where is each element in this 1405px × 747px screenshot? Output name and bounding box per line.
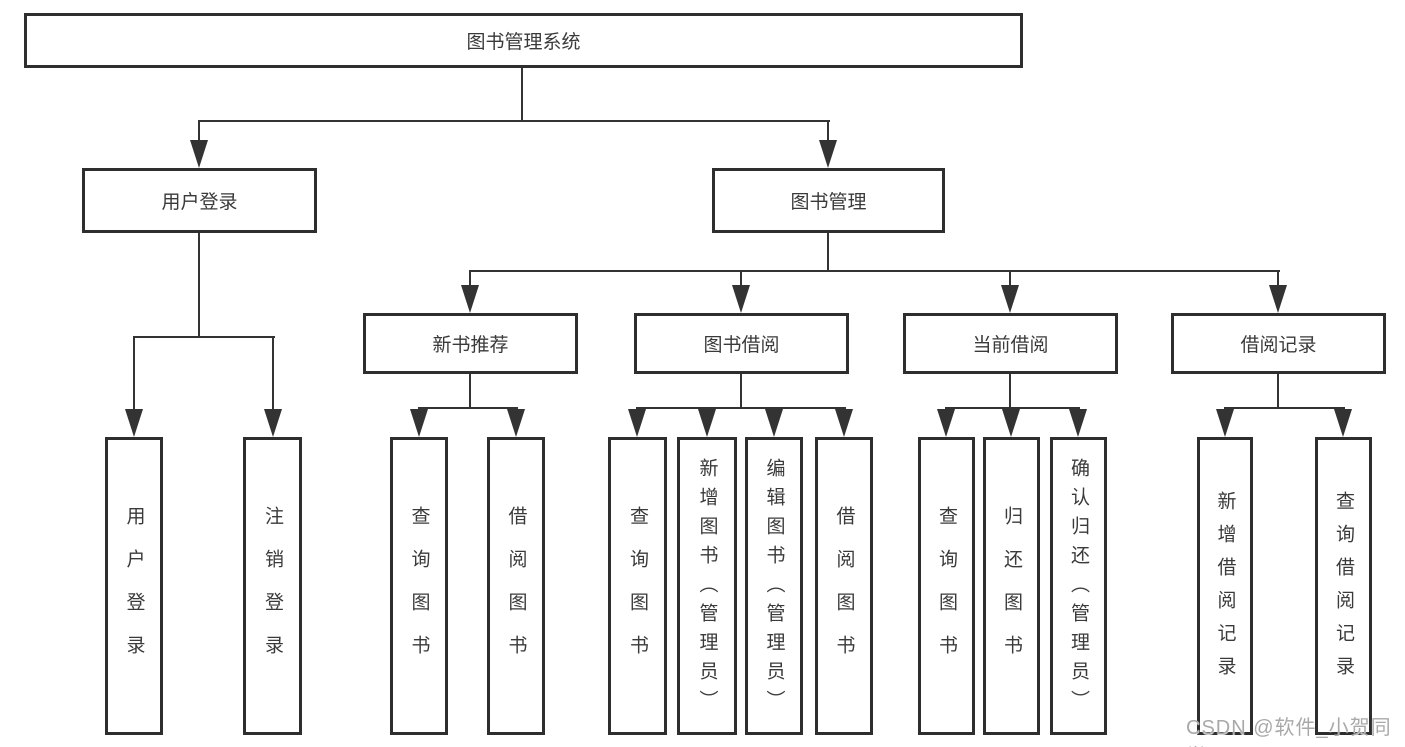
node-leaf-logout: 注销登录 bbox=[243, 437, 302, 735]
connector-arrowhead-icon bbox=[264, 409, 282, 437]
connector-line bbox=[469, 270, 471, 290]
connector-arrowhead-icon bbox=[1001, 285, 1019, 313]
connector-line bbox=[636, 407, 846, 409]
connector-line bbox=[198, 120, 830, 122]
node-book-management: 图书管理 bbox=[712, 168, 945, 233]
node-label: 编辑图书（管理员） bbox=[763, 458, 785, 719]
node-leaf-return-books: 归还图书 bbox=[983, 437, 1040, 735]
connector-arrowhead-icon bbox=[1216, 409, 1234, 437]
node-leaf-confirm-return-admin: 确认归还（管理员） bbox=[1050, 437, 1107, 735]
node-label: 用户登录 bbox=[123, 506, 145, 678]
connector-arrowhead-icon bbox=[410, 409, 428, 437]
node-label: 新书推荐 bbox=[432, 335, 509, 356]
connector-line bbox=[740, 374, 742, 409]
node-current-borrowing: 当前借阅 bbox=[903, 313, 1118, 374]
connector-line bbox=[198, 233, 200, 338]
node-label: 图书借阅 bbox=[703, 335, 780, 356]
connector-line bbox=[133, 336, 135, 412]
connector-line bbox=[1009, 270, 1011, 290]
node-label: 新增图书（管理员） bbox=[696, 458, 718, 719]
node-label: 借阅图书 bbox=[833, 506, 855, 678]
csdn-watermark: CSDN @软件_小贺同学 bbox=[1186, 717, 1392, 747]
node-leaf-query-books-3: 查询图书 bbox=[918, 437, 975, 735]
node-label: 查询图书 bbox=[936, 506, 957, 678]
connector-line bbox=[133, 336, 275, 338]
connector-arrowhead-icon bbox=[1069, 409, 1087, 437]
node-label: 确认归还（管理员） bbox=[1068, 458, 1089, 719]
node-new-book-recommend: 新书推荐 bbox=[363, 313, 578, 374]
connector-line bbox=[740, 270, 742, 290]
connector-arrowhead-icon bbox=[628, 409, 646, 437]
node-label: 图书管理系统 bbox=[466, 32, 581, 53]
node-label: 图书管理 bbox=[790, 192, 867, 213]
connector-line bbox=[1009, 374, 1011, 409]
node-label: 借阅图书 bbox=[505, 506, 527, 678]
node-label: 用户登录 bbox=[161, 192, 238, 213]
node-leaf-user-login: 用户登录 bbox=[105, 437, 163, 735]
node-leaf-query-books-2: 查询图书 bbox=[608, 437, 667, 735]
node-leaf-query-books-1: 查询图书 bbox=[390, 437, 448, 735]
node-label: 查询图书 bbox=[627, 506, 648, 678]
connector-arrowhead-icon bbox=[190, 140, 208, 168]
node-label: 查询借阅记录 bbox=[1333, 490, 1354, 689]
node-leaf-query-borrow-record: 查询借阅记录 bbox=[1315, 437, 1372, 735]
connector-arrowhead-icon bbox=[507, 409, 525, 437]
connector-line bbox=[945, 407, 1080, 409]
node-library-management-system: 图书管理系统 bbox=[24, 13, 1023, 68]
connector-arrowhead-icon bbox=[1269, 285, 1287, 313]
connector-line bbox=[418, 407, 518, 409]
node-user-login: 用户登录 bbox=[82, 168, 317, 233]
node-borrowing-records: 借阅记录 bbox=[1171, 313, 1386, 374]
connector-line bbox=[1277, 270, 1279, 290]
connector-line bbox=[1277, 374, 1279, 409]
connector-line bbox=[198, 120, 200, 146]
connector-arrowhead-icon bbox=[765, 409, 783, 437]
node-label: 归还图书 bbox=[1001, 506, 1022, 678]
node-label: 当前借阅 bbox=[972, 335, 1049, 356]
connector-arrowhead-icon bbox=[835, 409, 853, 437]
connector-arrowhead-icon bbox=[698, 409, 716, 437]
node-leaf-borrow-books-2: 借阅图书 bbox=[815, 437, 873, 735]
node-leaf-add-borrow-record: 新增借阅记录 bbox=[1197, 437, 1253, 735]
connector-arrowhead-icon bbox=[1002, 409, 1020, 437]
node-leaf-add-books-admin: 新增图书（管理员） bbox=[677, 437, 737, 735]
node-book-borrowing: 图书借阅 bbox=[634, 313, 849, 374]
connector-arrowhead-icon bbox=[819, 140, 837, 168]
node-label: 查询图书 bbox=[408, 506, 430, 678]
connector-arrowhead-icon bbox=[461, 285, 479, 313]
connector-line bbox=[469, 270, 1280, 272]
connector-line bbox=[469, 374, 471, 409]
connector-line bbox=[1224, 407, 1345, 409]
connector-line bbox=[272, 336, 274, 412]
node-label: 借阅记录 bbox=[1240, 335, 1317, 356]
node-label: 新增借阅记录 bbox=[1214, 490, 1236, 689]
connector-line bbox=[827, 120, 829, 146]
connector-arrowhead-icon bbox=[732, 285, 750, 313]
node-label: 注销登录 bbox=[262, 506, 283, 678]
connector-line bbox=[521, 68, 523, 122]
connector-arrowhead-icon bbox=[937, 409, 955, 437]
node-leaf-borrow-books-1: 借阅图书 bbox=[487, 437, 545, 735]
connector-arrowhead-icon bbox=[1334, 409, 1352, 437]
connector-line bbox=[827, 233, 829, 272]
connector-arrowhead-icon bbox=[125, 409, 143, 437]
node-leaf-edit-books-admin: 编辑图书（管理员） bbox=[745, 437, 803, 735]
